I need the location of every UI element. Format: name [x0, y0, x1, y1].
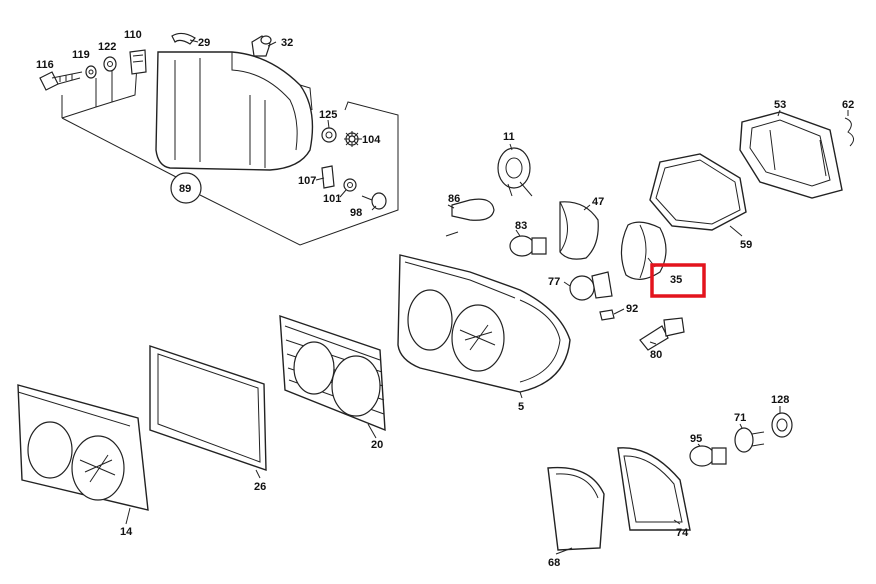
callout-circle-89 [170, 172, 202, 204]
label-128: 128 [771, 394, 789, 406]
turn-signal-gasket-74 [617, 447, 691, 531]
label-101: 101 [323, 193, 341, 205]
bulb-83 [509, 235, 547, 257]
label-71: 71 [734, 412, 746, 424]
label-116: 116 [36, 59, 54, 71]
label-119: 119 [72, 49, 90, 61]
assembly-reference-lines [61, 64, 399, 246]
label-29: 29 [198, 37, 210, 49]
label-98: 98 [350, 207, 362, 219]
adjuster-125 [321, 127, 337, 143]
label-32: 32 [281, 37, 293, 49]
clip-107 [321, 165, 335, 189]
label-89: 89 [179, 183, 191, 195]
bulb-86 [445, 198, 495, 237]
clip-110 [129, 49, 147, 75]
bulb-92 [599, 309, 615, 321]
label-35: 35 [670, 274, 682, 286]
reflector-cap-47 [559, 201, 599, 260]
label-11: 11 [503, 131, 515, 143]
bulb-77 [569, 271, 613, 301]
label-77: 77 [548, 276, 560, 288]
label-110: 110 [124, 29, 142, 41]
headlamp-lens-14 [17, 384, 149, 511]
label-47: 47 [592, 196, 604, 208]
part-labels: 29 32 110 122 119 116 125 104 107 101 98… [36, 29, 854, 569]
housing-cover-53 [739, 111, 843, 199]
leader-lines [125, 39, 849, 555]
gasket-59 [649, 153, 747, 231]
gear-104 [344, 131, 360, 147]
label-80: 80 [650, 349, 662, 361]
grille-frame-20 [279, 314, 386, 432]
lens-gasket-26 [149, 345, 267, 471]
nut-101 [343, 178, 357, 192]
label-104: 104 [362, 134, 381, 146]
grommet-32 [251, 35, 272, 57]
label-125: 125 [319, 109, 337, 121]
screw-98 [361, 192, 387, 210]
turn-signal-lens-68 [547, 466, 605, 551]
label-122: 122 [98, 41, 116, 53]
label-14: 14 [120, 526, 133, 538]
label-20: 20 [371, 439, 383, 451]
label-62: 62 [842, 99, 854, 111]
label-53: 53 [774, 99, 786, 111]
washer-122 [103, 56, 117, 72]
spring-clip-62 [844, 117, 854, 147]
bulb-socket-11 [497, 147, 533, 197]
clip-29 [171, 32, 196, 45]
label-107: 107 [298, 175, 316, 187]
headlamp-housing-part [155, 51, 314, 171]
label-86: 86 [448, 193, 460, 205]
bulb-80 [639, 317, 685, 351]
socket-71 [734, 427, 765, 453]
label-95: 95 [690, 433, 702, 445]
label-92: 92 [626, 303, 638, 315]
highlight-box-part-35 [650, 263, 706, 298]
washer-119 [85, 65, 97, 79]
label-5: 5 [518, 401, 524, 413]
bulb-95 [689, 445, 727, 467]
grommet-128 [771, 412, 793, 438]
cover-cap-35 [620, 221, 667, 280]
headlamp-lens-unit-5 [397, 254, 571, 393]
label-68: 68 [548, 557, 560, 569]
label-83: 83 [515, 220, 527, 232]
label-74: 74 [676, 527, 689, 539]
screw-116 [39, 71, 83, 91]
label-59: 59 [740, 239, 752, 251]
label-26: 26 [254, 481, 266, 493]
